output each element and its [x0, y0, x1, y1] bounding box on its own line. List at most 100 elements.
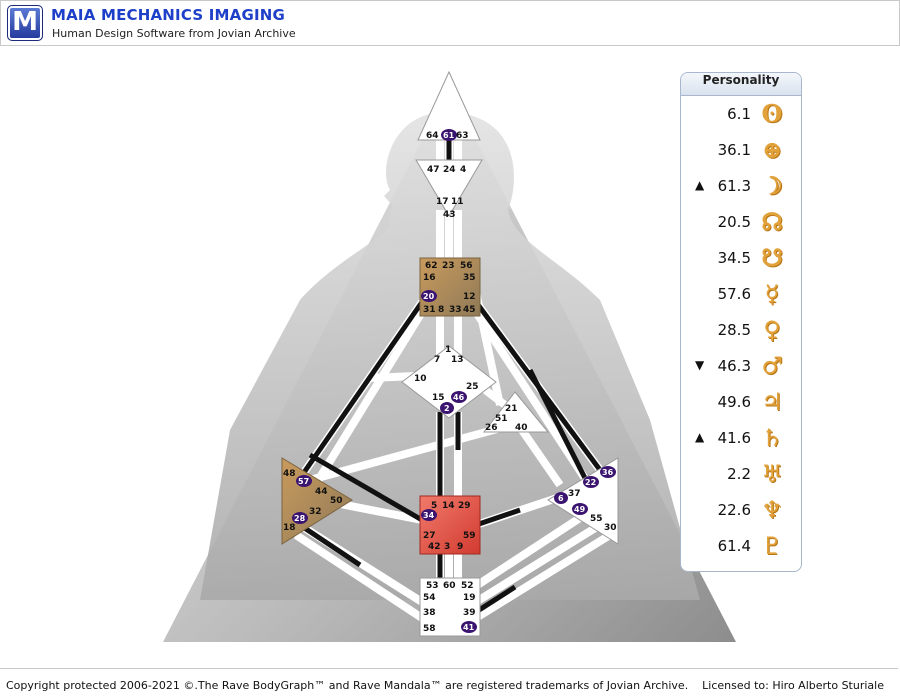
gate-12: 12 — [463, 292, 476, 302]
gate-40: 40 — [515, 423, 528, 433]
ajna-center[interactable] — [415, 159, 483, 217]
throat-center[interactable] — [419, 257, 481, 317]
bodygraph-chart: 64 61 63 47 24 4 17 11 43 62 23 56 16 35… — [0, 46, 900, 666]
gate-1: 1 — [445, 345, 451, 355]
personality-row[interactable]: 20.5☊ — [681, 204, 801, 240]
ego-center[interactable] — [482, 391, 550, 433]
app-header: M MAIA MECHANICS IMAGING Human Design So… — [0, 0, 900, 46]
gate-44: 44 — [315, 487, 328, 497]
activation-value: 41.6 — [717, 429, 751, 447]
g-center[interactable] — [401, 345, 497, 419]
gate-9: 9 — [457, 542, 463, 552]
gate-56: 56 — [460, 261, 473, 271]
gate-58: 58 — [423, 624, 436, 634]
mercury-icon: ☿ — [764, 279, 780, 308]
gate-16: 16 — [423, 273, 436, 283]
gate-46: 46 — [453, 393, 465, 402]
gate-24: 24 — [443, 165, 456, 175]
gate-5: 5 — [431, 501, 437, 511]
mars-icon: ♂ — [761, 351, 783, 380]
defined-channels — [293, 140, 603, 615]
gate-29: 29 — [458, 501, 471, 511]
activation-value: 49.6 — [717, 393, 751, 411]
personality-row[interactable]: 57.6☿ — [681, 276, 801, 312]
gate-7: 7 — [434, 355, 440, 365]
activation-value: 20.5 — [717, 213, 751, 231]
south-node-icon: ☋ — [761, 243, 783, 272]
gate-47: 47 — [427, 165, 440, 175]
gate-2: 2 — [444, 404, 450, 413]
gate-48: 48 — [283, 469, 296, 479]
gate-62: 62 — [425, 261, 438, 271]
gate-63: 63 — [456, 131, 469, 141]
gate-43: 43 — [443, 210, 456, 220]
personality-row[interactable]: 2.2 ♅ — [681, 456, 801, 492]
personality-row[interactable]: ▲41.6♄ — [681, 420, 801, 456]
gate-49: 49 — [574, 505, 586, 514]
gate-35: 35 — [463, 273, 476, 283]
gate-4: 4 — [460, 165, 466, 175]
license-text: Licensed to: Hiro Alberto Sturiale — [702, 679, 884, 692]
gate-34: 34 — [423, 511, 435, 520]
gate-53: 53 — [426, 581, 439, 591]
activation-value: 36.1 — [717, 141, 751, 159]
solar-plexus-center[interactable] — [547, 457, 619, 545]
gate-33: 33 — [449, 305, 462, 315]
gate-60: 60 — [443, 581, 456, 591]
activation-value: 6.1 — [727, 105, 751, 123]
fixing-arrow-icon: ▲ — [695, 178, 705, 192]
personality-row[interactable]: ▲61.3☽ — [681, 168, 801, 204]
gate-27: 27 — [423, 531, 436, 541]
gate-52: 52 — [461, 581, 474, 591]
gate-55: 55 — [590, 514, 603, 524]
gate-42: 42 — [428, 542, 441, 552]
personality-row[interactable]: 34.5☋ — [681, 240, 801, 276]
gate-18: 18 — [283, 523, 296, 533]
gate-21: 21 — [505, 404, 518, 414]
gate-22: 22 — [585, 478, 596, 487]
gate-14: 14 — [442, 501, 455, 511]
activation-value: 2.2 — [727, 465, 751, 483]
gate-15: 15 — [432, 393, 445, 403]
maia-logo-icon: M — [7, 5, 43, 41]
gate-38: 38 — [423, 608, 436, 618]
personality-row[interactable]: 6.1 ʘ — [681, 96, 801, 132]
gate-28: 28 — [294, 514, 306, 523]
activation-value: 61.3 — [717, 177, 751, 195]
activation-value: 46.3 — [717, 357, 751, 375]
gate-37: 37 — [568, 489, 581, 499]
sacral-center[interactable] — [419, 495, 481, 555]
sun-icon: ʘ — [761, 99, 783, 128]
activation-value: 22.6 — [717, 501, 751, 519]
gate-10: 10 — [414, 374, 427, 384]
uranus-icon: ♅ — [761, 459, 783, 488]
gate-64: 64 — [426, 131, 439, 141]
gate-41: 41 — [463, 623, 475, 632]
app-title: MAIA MECHANICS IMAGING — [51, 6, 286, 24]
personality-row[interactable]: 49.6♃ — [681, 384, 801, 420]
neptune-icon: ♆ — [761, 495, 783, 524]
earth-icon: ⊕ — [761, 135, 783, 164]
fixing-arrow-icon: ▼ — [695, 358, 705, 372]
personality-row[interactable]: 61.4 ♇ — [681, 528, 801, 564]
gate-11: 11 — [451, 197, 464, 207]
gate-54: 54 — [423, 593, 436, 603]
gate-8: 8 — [438, 305, 444, 315]
activation-value: 61.4 — [717, 537, 751, 555]
gate-13: 13 — [451, 355, 464, 365]
personality-row[interactable]: 36.1 ⊕ — [681, 132, 801, 168]
gate-19: 19 — [463, 593, 476, 603]
saturn-icon: ♄ — [761, 423, 783, 452]
gate-59: 59 — [463, 531, 476, 541]
gate-36: 36 — [602, 468, 614, 477]
pluto-icon: ♇ — [761, 531, 783, 560]
gate-51: 51 — [495, 414, 508, 424]
gate-6: 6 — [558, 494, 564, 503]
personality-row[interactable]: 22.6 ♆ — [681, 492, 801, 528]
gate-57: 57 — [298, 477, 309, 486]
personality-row[interactable]: ▼ 46.3 ♂ — [681, 348, 801, 384]
gate-61: 61 — [443, 131, 455, 140]
personality-row[interactable]: 28.5♀ — [681, 312, 801, 348]
gate-17: 17 — [436, 197, 449, 207]
